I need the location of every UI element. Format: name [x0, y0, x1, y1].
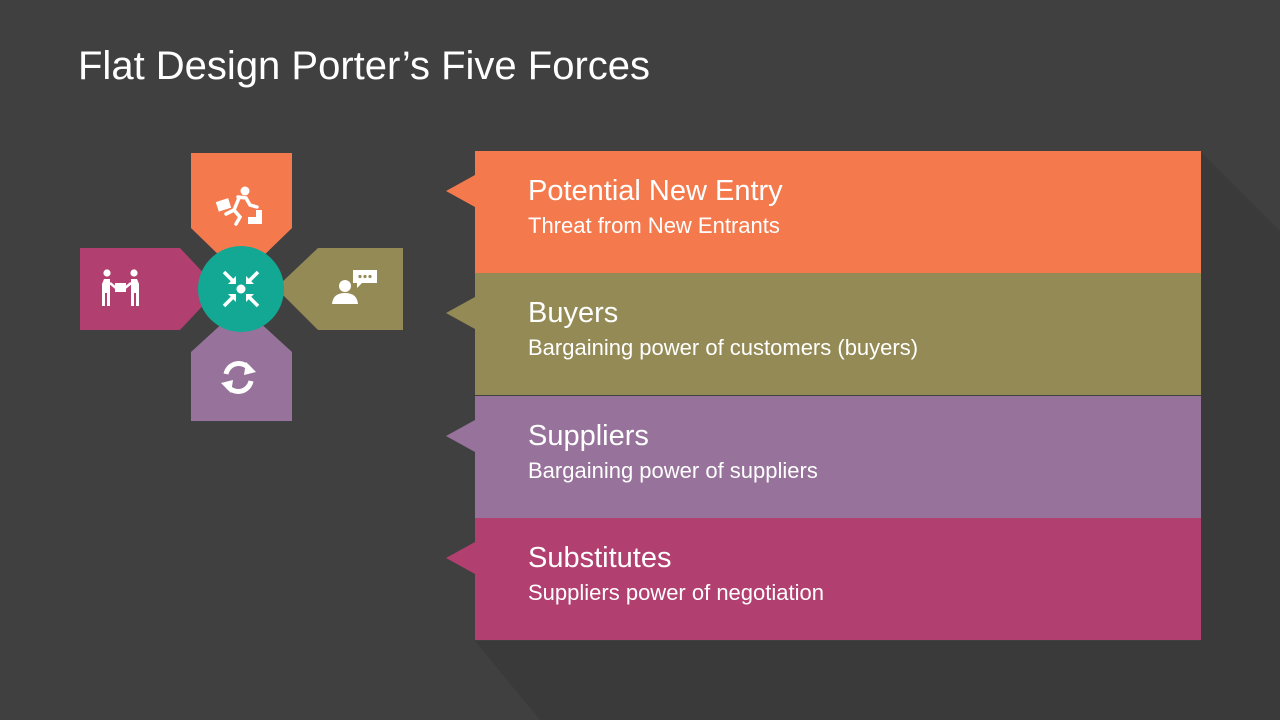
slide-title: Flat Design Porter’s Five Forces — [78, 44, 651, 88]
band-notch — [446, 175, 475, 207]
force-band-substitutes: Substitutes Suppliers power of negotiati… — [446, 518, 1201, 640]
cross-arm-left — [80, 248, 212, 330]
cross-arm-top — [191, 153, 292, 262]
force-subtitle: Bargaining power of customers (buyers) — [528, 335, 919, 360]
force-heading: Suppliers — [528, 420, 649, 452]
band-notch — [446, 297, 475, 329]
person-speech-bubble-icon — [332, 270, 377, 304]
refresh-arrows-icon — [221, 361, 256, 394]
people-exchange-gift-icon — [102, 269, 139, 306]
band-notch — [446, 542, 475, 574]
center-hub — [198, 246, 284, 332]
force-band-buyers: Buyers Bargaining power of customers (bu… — [446, 273, 1201, 395]
force-heading: Potential New Entry — [528, 175, 783, 207]
force-subtitle: Bargaining power of suppliers — [528, 458, 818, 483]
running-up-stairs-icon — [215, 186, 262, 226]
force-band-suppliers: Suppliers Bargaining power of suppliers — [446, 396, 1201, 518]
cross-arm-right — [280, 248, 403, 330]
arrows-inward-icon — [222, 270, 260, 308]
force-heading: Buyers — [528, 297, 619, 329]
force-band-new-entry: Potential New Entry Threat from New Entr… — [446, 151, 1201, 273]
force-heading: Substitutes — [528, 542, 672, 574]
diagram-shadow — [475, 152, 1280, 720]
band-notch — [446, 420, 475, 452]
force-subtitle: Suppliers power of negotiation — [528, 580, 824, 605]
force-subtitle: Threat from New Entrants — [528, 213, 780, 238]
cross-arm-bottom — [191, 320, 292, 421]
